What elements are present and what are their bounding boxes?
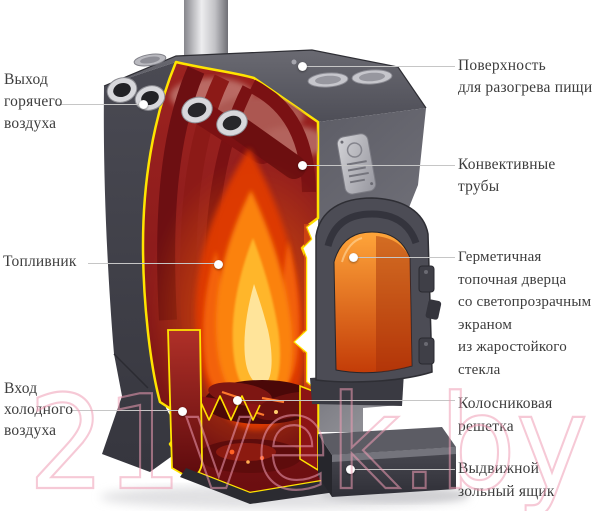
callout-dot-cold-air xyxy=(178,407,187,416)
burner-lids xyxy=(133,53,393,88)
callout-dot-ash-box xyxy=(346,465,355,474)
door-handle xyxy=(425,299,442,320)
brand-badge xyxy=(336,133,377,195)
callout-dot-tubes xyxy=(298,161,307,170)
leader-line-grate xyxy=(237,400,455,401)
callout-dot-hot-air xyxy=(139,100,148,109)
label-convective-tubes: Конвективные трубы xyxy=(458,156,556,195)
label-hot-air-outlet: Выход горячего воздуха xyxy=(4,71,63,132)
leader-line-ash-box xyxy=(350,469,455,470)
label-ash-box: Выдвижной зольный ящик xyxy=(458,460,555,500)
callout-dot-surface xyxy=(298,62,307,71)
leader-line-firebox xyxy=(88,263,218,264)
callout-dot-door xyxy=(349,253,358,262)
leader-line-door xyxy=(353,257,455,258)
grate-teeth xyxy=(197,395,261,421)
door-hinges xyxy=(418,265,435,365)
firebox-wall-section xyxy=(167,329,203,478)
stove-top-face xyxy=(104,50,426,122)
tube-openings xyxy=(106,77,248,137)
label-firebox-door: Герметичная топочная дверца со светопроз… xyxy=(458,249,592,378)
base-bottom xyxy=(180,468,350,504)
leader-line-surface xyxy=(302,66,455,67)
label-grate: Колосниковая решетка xyxy=(458,395,553,435)
leader-line-cold-air xyxy=(70,410,182,411)
callout-dot-grate xyxy=(233,396,242,405)
leader-line-tubes xyxy=(302,165,455,166)
callout-dot-firebox xyxy=(214,260,223,269)
label-heating-surface: Поверхность для разогрева пищи xyxy=(458,57,593,96)
label-cold-air-inlet: Вход холодного воздуха xyxy=(4,380,74,439)
cutaway-section xyxy=(141,60,348,495)
flames xyxy=(195,148,304,430)
leader-line-hot-air xyxy=(57,104,143,105)
door-glass xyxy=(333,231,413,374)
stove-door xyxy=(310,197,442,406)
label-firebox: Топливник xyxy=(3,253,77,270)
ash-pit-embers xyxy=(198,439,302,473)
ash-drawer xyxy=(318,427,456,497)
